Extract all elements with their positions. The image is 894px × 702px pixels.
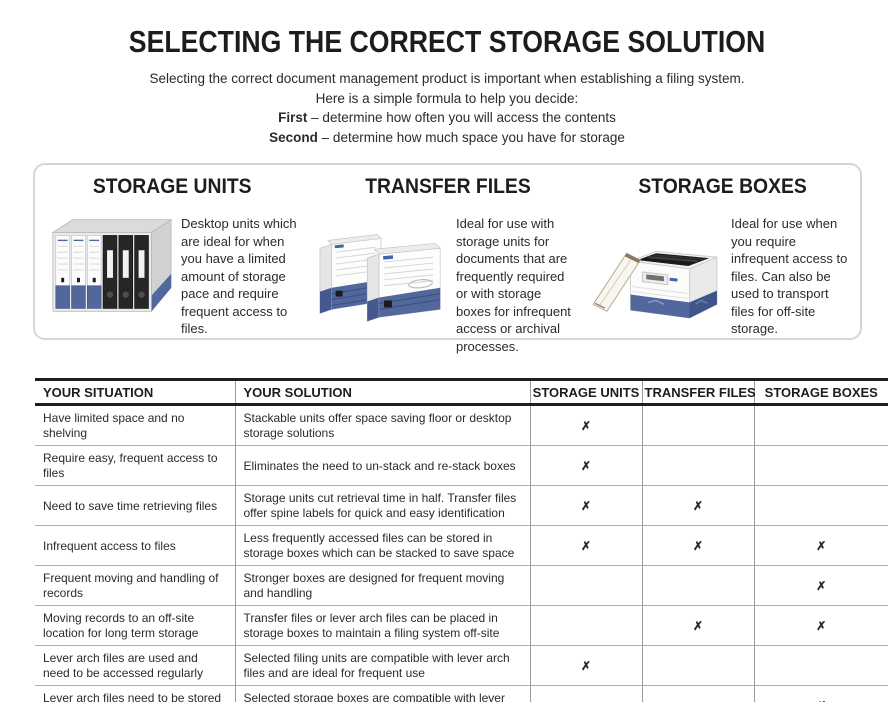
intro-line-second: Second – determine how much space you ha… — [0, 128, 894, 148]
x-mark-cell — [753, 645, 888, 686]
solution-cell: Storage units cut retrieval time in half… — [234, 485, 530, 526]
table-row: Infrequent access to files Less frequent… — [35, 525, 888, 566]
x-mark-cell: ✗ — [753, 525, 888, 566]
first-text: – determine how often you will access th… — [307, 110, 616, 125]
x-mark-cell: ✗ — [753, 565, 888, 606]
product-title: STORAGE BOXES — [638, 174, 807, 198]
situation-cell: Require easy, frequent access to files — [35, 445, 235, 486]
table-row: Frequent moving and handling of records … — [35, 565, 888, 606]
x-mark-cell — [641, 445, 754, 486]
x-mark-cell — [641, 645, 754, 686]
intro-line-1: Selecting the correct document managemen… — [149, 71, 745, 86]
product-description: Desktop units which are ideal for when y… — [181, 216, 297, 336]
product-description: Ideal for use with storage units for doc… — [456, 216, 571, 354]
column-header-transfer-files: TRANSFER FILES — [641, 379, 756, 406]
x-mark-cell — [529, 685, 642, 702]
solution-cell: Eliminates the need to un-stack and re-s… — [234, 445, 530, 486]
header: SELECTING THE CORRECT STORAGE SOLUTION S… — [0, 24, 894, 147]
solution-cell: Stronger boxes are designed for frequent… — [234, 565, 530, 606]
product-title: STORAGE UNITS — [93, 174, 252, 198]
situation-cell: Lever arch files are used and need to be… — [35, 645, 235, 686]
table-row: Have limited space and no shelving Stack… — [35, 404, 888, 446]
comparison-table-section: YOUR SITUATION YOUR SOLUTION STORAGE UNI… — [35, 378, 888, 702]
table-header-row: YOUR SITUATION YOUR SOLUTION STORAGE UNI… — [35, 379, 888, 406]
column-header-storage-boxes: STORAGE BOXES — [753, 379, 888, 406]
solution-cell: Less frequently accessed files can be st… — [234, 525, 530, 566]
intro-line-2: Here is a simple formula to help you dec… — [315, 90, 579, 106]
product-description: Ideal for use when you require infrequen… — [731, 216, 848, 336]
table-row: Lever arch files need to be stored long … — [35, 685, 888, 702]
x-mark-cell — [641, 404, 754, 446]
solution-cell: Selected storage boxes are compatible wi… — [234, 685, 530, 702]
storage-units-image — [51, 218, 173, 313]
x-mark-cell: ✗ — [529, 485, 642, 526]
situation-cell: Moving records to an off-site location f… — [35, 605, 235, 646]
situation-cell: Frequent moving and handling of records — [35, 565, 235, 606]
x-mark-cell: ✗ — [529, 404, 642, 446]
solution-cell: Transfer files or lever arch files can b… — [234, 605, 530, 646]
x-mark-cell: ✗ — [529, 645, 642, 686]
product-card-storage-boxes: STORAGE BOXES — [585, 165, 860, 338]
intro-text: Selecting the correct document managemen… — [0, 69, 894, 147]
x-mark-cell: ✗ — [641, 485, 754, 526]
intro-line-first: First – determine how often you will acc… — [0, 108, 894, 128]
table-row: Need to save time retrieving files Stora… — [35, 485, 888, 526]
x-mark-cell — [753, 404, 888, 446]
page-title: SELECTING THE CORRECT STORAGE SOLUTION — [128, 24, 766, 59]
products-panel: STORAGE UNITS — [33, 163, 862, 354]
storage-boxes-image — [592, 250, 718, 319]
solution-cell: Stackable units offer space saving floor… — [234, 404, 530, 446]
x-mark-cell: ✗ — [529, 525, 642, 566]
transfer-files-image — [319, 234, 441, 322]
x-mark-cell — [529, 565, 642, 606]
x-mark-cell: ✗ — [641, 605, 754, 646]
column-header-storage-units: STORAGE UNITS — [529, 379, 642, 406]
situation-cell: Lever arch files need to be stored long … — [35, 685, 235, 702]
table-row: Lever arch files are used and need to be… — [35, 645, 888, 686]
product-card-transfer-files: TRANSFER FILES — [310, 165, 585, 354]
product-card-storage-units: STORAGE UNITS — [35, 165, 310, 338]
situation-cell: Infrequent access to files — [35, 525, 235, 566]
second-label: Second — [269, 129, 318, 145]
product-title: TRANSFER FILES — [364, 174, 531, 198]
situation-cell: Have limited space and no shelving — [43, 411, 185, 440]
x-mark-cell — [529, 605, 642, 646]
x-mark-cell — [641, 565, 754, 606]
table-row: Require easy, frequent access to files E… — [35, 445, 888, 486]
x-mark-cell — [753, 445, 888, 486]
situation-cell: Need to save time retrieving files — [35, 485, 235, 526]
x-mark-cell — [641, 685, 754, 702]
second-text: – determine how much space you have for … — [317, 129, 625, 145]
comparison-table: YOUR SITUATION YOUR SOLUTION STORAGE UNI… — [35, 378, 888, 702]
column-header-your-solution: YOUR SOLUTION — [234, 379, 530, 406]
x-mark-cell: ✗ — [529, 445, 642, 486]
x-mark-cell: ✗ — [753, 605, 888, 646]
table-row: Moving records to an off-site location f… — [35, 605, 888, 646]
x-mark-cell — [753, 485, 888, 526]
column-header-your-situation: YOUR SITUATION — [35, 379, 235, 406]
first-label: First — [278, 110, 308, 125]
x-mark-cell: ✗ — [641, 525, 754, 566]
solution-cell: Selected filing units are compatible wit… — [234, 645, 530, 686]
x-mark-cell: ✗ — [753, 685, 888, 702]
